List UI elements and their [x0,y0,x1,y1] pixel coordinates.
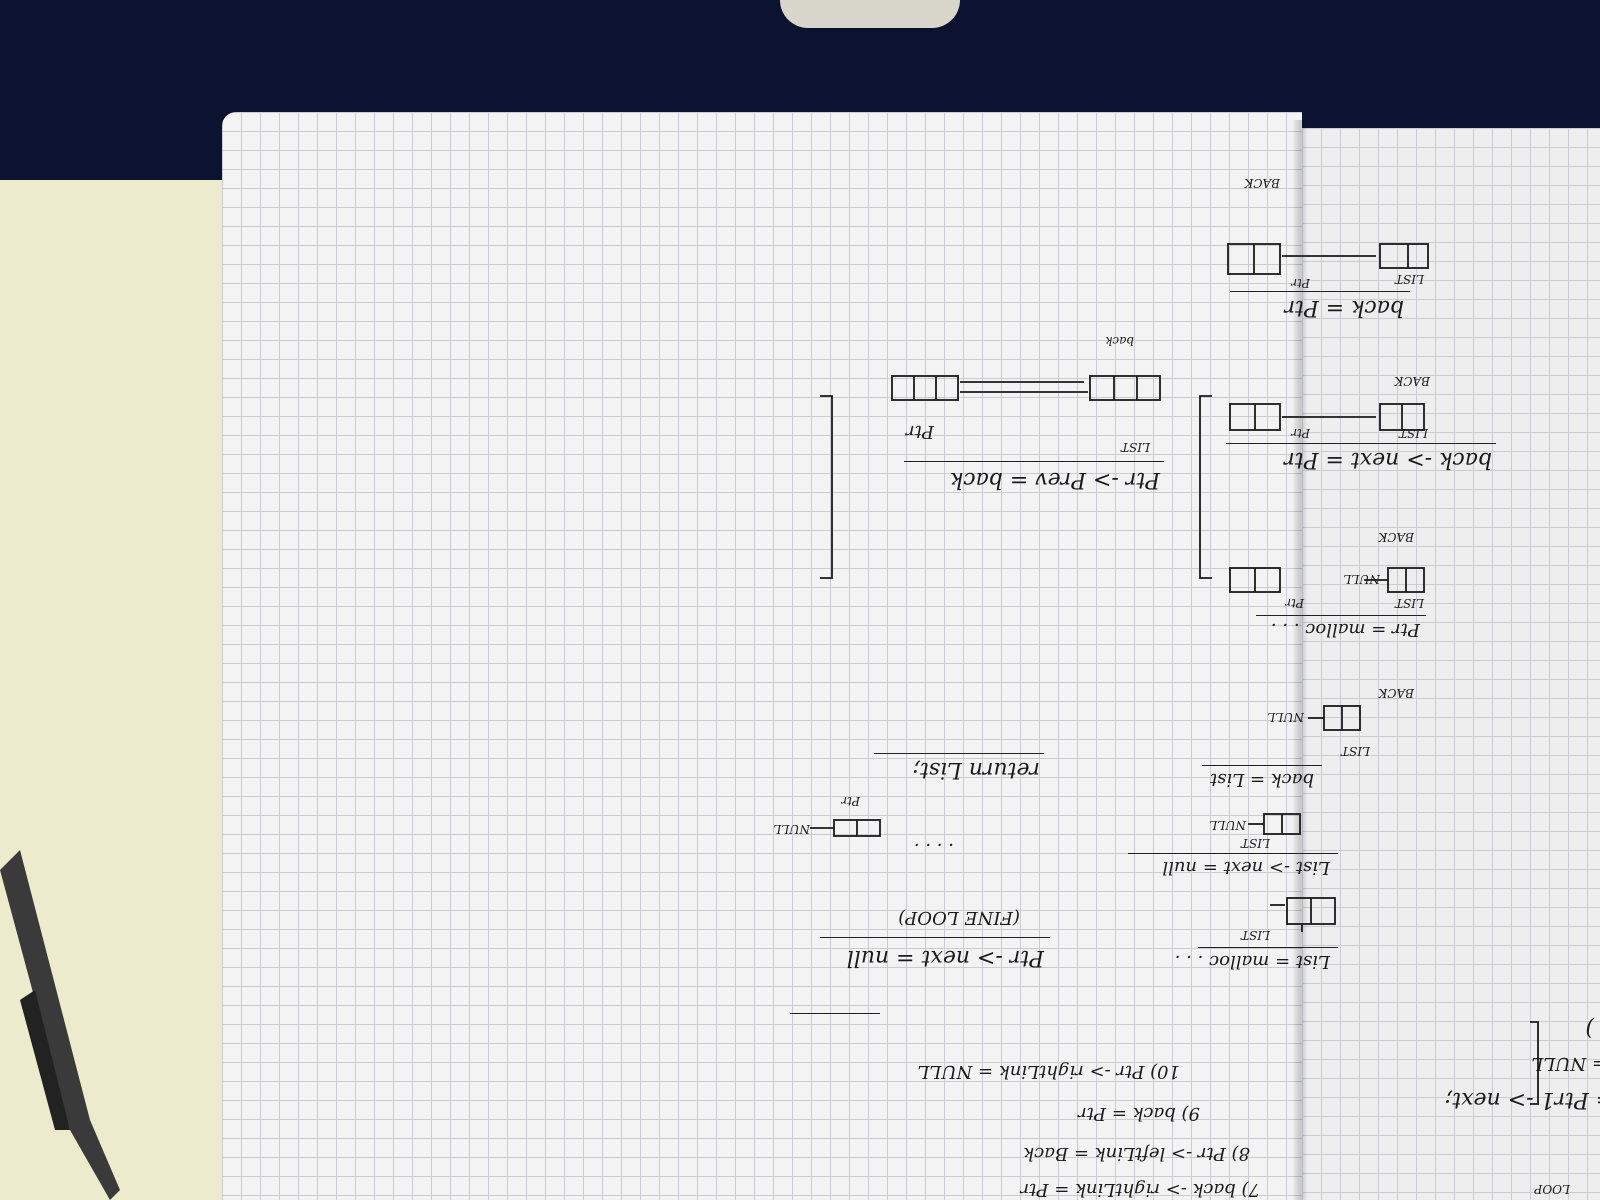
list-label: LIST [1399,426,1428,440]
notebook-spine [1292,120,1308,1200]
step-10: 10) Ptr -> rightLink = NULL [917,1061,1180,1082]
back-ptr-heading: back = Ptr [1284,295,1404,320]
loop-label: LOOP [1534,1182,1570,1196]
right-page-brace: ) [1585,1015,1594,1040]
loop-brace [1530,1021,1539,1105]
null-label: NULL [1209,818,1246,832]
right-page-line-1: t = Ptr1 -> next; [1444,1087,1600,1112]
ptr-label: Ptr [1285,596,1304,610]
underline [904,461,1164,462]
underline [820,937,1050,938]
bracket-left [1199,395,1212,579]
ptr-label: Ptr [1291,276,1310,290]
null-label: NULL [1267,710,1304,724]
bracket-right [820,395,833,579]
node-diagram-back-list [1308,705,1361,731]
underline [1256,615,1426,616]
back-list-heading: back = List [1210,769,1314,790]
back-label: BACK [1378,686,1414,700]
ptr-label: Ptr [906,421,934,442]
linked-list-sketches [810,243,1539,1105]
ptr-prev-back-heading: Ptr -> Prev = back [949,467,1160,492]
fine-loop-note: (FINE LOOP) [898,907,1020,928]
list-label: LIST [1241,928,1270,942]
notebook-page-left [222,112,1302,1200]
node-diagram-ptr-prev-back [891,375,1161,401]
back-label: BACK [1378,530,1414,544]
list-label: LIST [1241,836,1270,850]
underline [1230,291,1410,292]
node-diagram-ptr-malloc [1229,567,1425,593]
pen [0,850,120,1200]
right-page-line-2: t = NULL [1531,1053,1600,1074]
notebook-page-right [1302,128,1600,1200]
ptr-label: Ptr [841,794,860,808]
node-diagram-ptr-next-null [810,819,881,837]
ptr-label: Ptr [1291,426,1310,440]
ptr-next-null-heading: Ptr -> next = null [846,945,1044,970]
underline [1198,947,1338,948]
list-label: LIST [1121,440,1150,454]
underline [1226,443,1496,444]
node-diagram-back-next-ptr [1229,403,1425,431]
back-label: back [1105,334,1134,348]
list-label: LIST [1395,596,1424,610]
back-label: BACK [1244,176,1280,190]
list-label: LIST [1341,744,1370,758]
back-next-ptr-heading: back -> next = Ptr [1284,447,1492,472]
node-diagram-list-malloc [1270,897,1336,932]
list-malloc-heading: List = malloc . . . [1174,951,1330,972]
back-label: BACK [1394,374,1430,388]
ellipsis: . . . . [913,839,954,860]
handwritten-notes: 7) back -> rightLink = Ptr 8) Ptr -> lef… [222,112,1600,1200]
underline [874,753,1044,754]
ptr-malloc-heading: Ptr = malloc . . . [1270,619,1420,640]
node-diagram-back-ptr [1227,243,1429,275]
step-8: 8) Ptr -> leftLink = Back [1023,1143,1250,1164]
underline [790,1013,880,1014]
node-diagram-list-next-null [1248,813,1301,835]
list-label: LIST [1395,272,1424,286]
null-label: NULL [773,822,810,836]
underline [1202,765,1322,766]
return-list-heading: return List; [912,757,1040,782]
null-label: NULL [1343,572,1380,586]
list-next-null-heading: List -> next = null [1162,857,1330,878]
cloth-fragment [780,0,960,28]
underline [1128,853,1338,854]
step-7: 7) back -> rightLink = Ptr [1020,1179,1260,1200]
step-9: 9) back = Ptr [1078,1103,1200,1124]
